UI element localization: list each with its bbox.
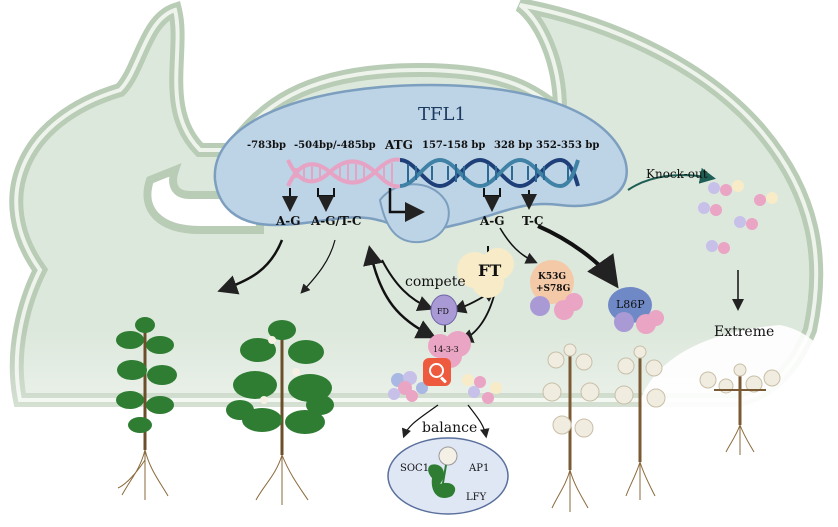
gene-title: TFL1: [418, 104, 466, 125]
knockout-protein-cluster: [698, 180, 778, 254]
knockout-arrow: [627, 167, 716, 191]
protein-cluster: FT compete FD 14-3-3 K53G +S78G L86P: [405, 248, 664, 368]
mutation-pointers: [282, 188, 537, 222]
knockout-label: Knock-out: [646, 167, 708, 181]
mutation-tc-right: T-C: [522, 214, 543, 228]
dna-rungs-pink: [295, 163, 393, 183]
dna-helix: [286, 157, 580, 189]
mutation-labels: A-G A-G/T-C A-G T-C: [275, 214, 543, 228]
extreme-label: Extreme: [714, 324, 774, 340]
plant-right: [614, 345, 666, 500]
cell-left-notch: [143, 163, 264, 234]
lfy-label: LFY: [466, 492, 487, 503]
fd-label: FD: [437, 307, 449, 316]
l86p-complex: L86P: [608, 287, 664, 334]
dna-strand-blue-2: [399, 157, 580, 189]
flowering-genes-ellipse: SOC1 AP1 LFY: [387, 437, 509, 515]
search-icon-handle: [439, 376, 448, 384]
label-783bp: -783bp: [247, 140, 286, 151]
dna-rungs-blue: [407, 164, 569, 182]
mutation-ag-left: A-G: [275, 214, 301, 228]
search-icon-lens: [429, 363, 444, 378]
soc1-label: SOC1: [400, 463, 429, 474]
p1433-label: 14-3-3: [433, 345, 459, 354]
label-352-353bp: 352-353 bp: [536, 140, 599, 151]
label-328bp: 328 bp: [494, 140, 532, 151]
label-atg: ATG: [384, 138, 413, 152]
k53g-label-2: +S78G: [536, 284, 570, 294]
l86p-label: L86P: [616, 298, 645, 311]
ft-protein: FT: [457, 248, 514, 298]
mutation-ag-right: A-G: [479, 214, 505, 228]
plant-left-2: [226, 320, 334, 505]
ft-label: FT: [478, 261, 501, 280]
label-157-158bp: 157-158 bp: [422, 140, 485, 151]
label-504-485bp: -504bp/-485bp: [294, 140, 376, 151]
search-icon[interactable]: [423, 358, 451, 386]
p1433-protein: 14-3-3: [428, 331, 471, 368]
compete-label: compete: [405, 274, 466, 290]
site-labels: -783bp -504bp/-485bp ATG 157-158 bp 328 …: [247, 138, 599, 152]
plant-extreme: [699, 363, 781, 455]
fd-protein: FD: [430, 294, 458, 326]
mutation-ag-tc: A-G/T-C: [310, 214, 361, 228]
k53g-label-1: K53G: [538, 272, 566, 282]
balance-label: balance: [422, 420, 477, 436]
k53g-complex: K53G +S78G: [530, 260, 583, 320]
dna-strand-pink-1: [286, 157, 401, 187]
dna-strand-pink-2: [286, 159, 401, 189]
plant-left-1: [116, 317, 177, 500]
ap1-label: AP1: [468, 463, 489, 474]
plant-mid: [542, 343, 600, 512]
